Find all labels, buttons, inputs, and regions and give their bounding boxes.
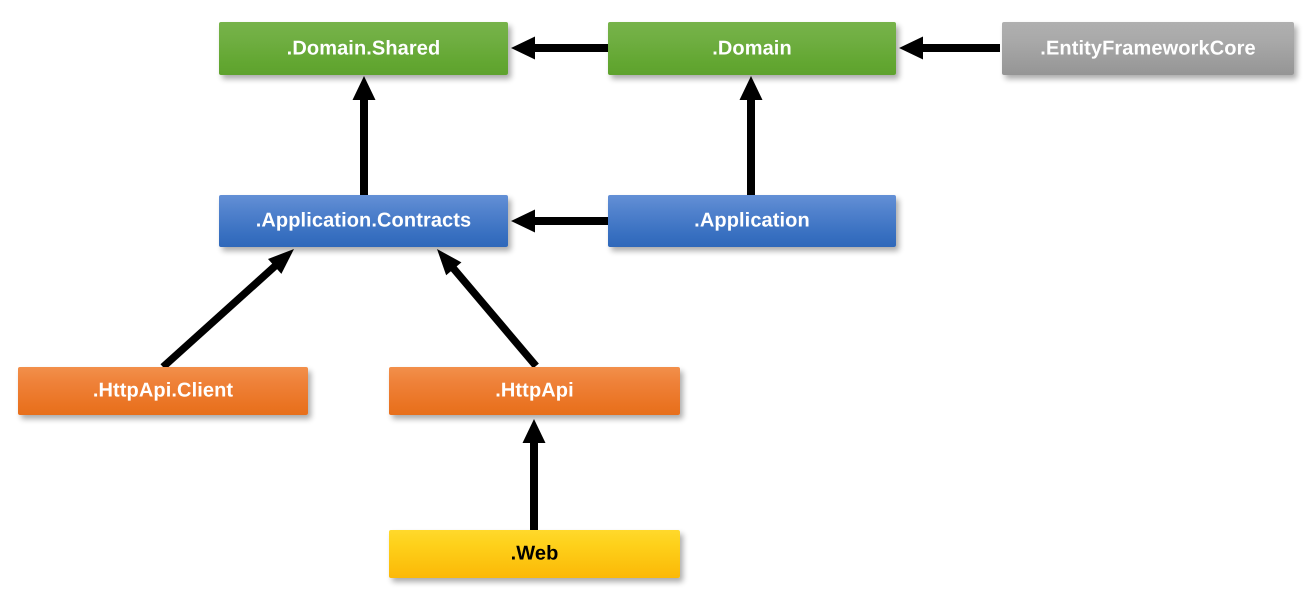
node-entity-framework-core[interactable]: .EntityFrameworkCore [1002, 22, 1294, 75]
node-label-domain: .Domain [712, 37, 792, 59]
arrow-shaft [160, 261, 280, 370]
arrow-head [511, 36, 535, 60]
node-domain-shared[interactable]: .Domain.Shared [219, 22, 508, 75]
arrow-application-contracts-to-domain-shared [352, 76, 376, 196]
node-label-httpapi: .HttpApi [495, 379, 574, 402]
node-web[interactable]: .Web [389, 530, 680, 578]
arrow-application-to-application-contracts [511, 209, 608, 233]
arrow-head [437, 249, 462, 276]
node-label-domain-shared: .Domain.Shared [286, 37, 441, 59]
arrow-efcore-to-domain [899, 36, 1000, 60]
node-httpapi-client[interactable]: .HttpApi.Client [18, 367, 308, 415]
arrow-head [511, 209, 535, 233]
node-label-web: .Web [510, 542, 559, 565]
arrow-web-to-httpapi [522, 419, 546, 531]
node-label-application-contracts: .Application.Contracts [255, 209, 472, 232]
node-application[interactable]: .Application [608, 195, 896, 247]
arrow-httpapi-client-to-application-contracts [160, 249, 294, 370]
node-label-application: .Application [694, 209, 810, 232]
node-label-httpapi-client: .HttpApi.Client [92, 379, 234, 402]
arrow-head [739, 76, 763, 100]
arrow-domain-to-domain-shared [511, 36, 608, 60]
node-application-contracts[interactable]: .Application.Contracts [219, 195, 508, 247]
arrow-head [267, 249, 294, 274]
arrow-shaft [448, 264, 539, 369]
node-domain[interactable]: .Domain [608, 22, 896, 75]
node-httpapi[interactable]: .HttpApi [389, 367, 680, 415]
arrow-head [899, 36, 923, 60]
arrow-head [522, 419, 546, 443]
arrow-application-to-domain [739, 76, 763, 196]
arrow-httpapi-to-application-contracts [437, 249, 539, 369]
arrow-head [352, 76, 376, 100]
node-label-entity-framework-core: .EntityFrameworkCore [1040, 37, 1256, 59]
